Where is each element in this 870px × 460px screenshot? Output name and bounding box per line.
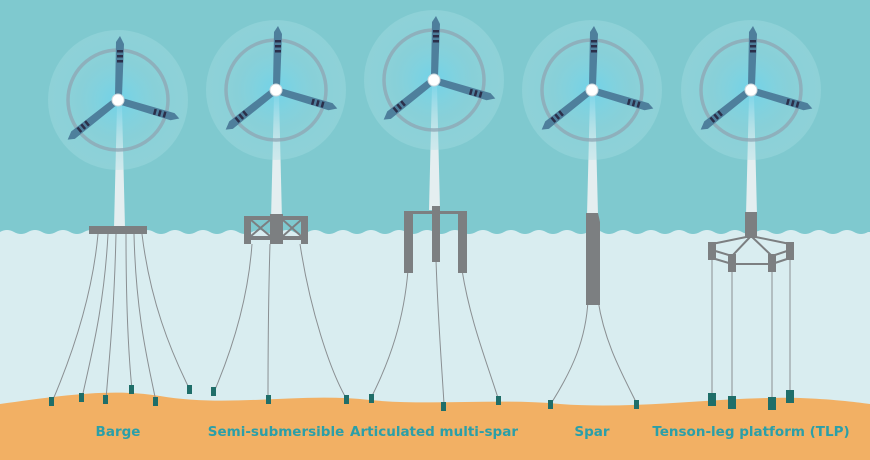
articulated-multi-spar-turbine xyxy=(362,8,506,411)
spar-platform xyxy=(586,213,600,305)
articulated-multi-spar-rotor xyxy=(362,8,506,152)
label-tension-leg-platform: Tenson-leg platform (TLP) xyxy=(652,424,850,440)
semi-submersible-mooring-lines xyxy=(213,243,347,399)
semi-submersible-turbine xyxy=(204,18,349,404)
tlp-rotor xyxy=(679,18,823,162)
semi-submersible-rotor xyxy=(204,18,348,162)
platform-labels: Barge Semi-submersible Articulated multi… xyxy=(0,424,870,452)
spar-mooring-lines xyxy=(551,299,637,403)
barge-platform xyxy=(89,226,147,234)
spar-anchors xyxy=(548,400,639,409)
barge-anchors xyxy=(49,385,192,406)
label-barge: Barge xyxy=(95,424,141,440)
label-spar: Spar xyxy=(574,424,610,440)
spar-rotor xyxy=(520,18,664,162)
articulated-multi-spar-platform xyxy=(404,206,467,273)
tlp-platform xyxy=(708,212,794,272)
tlp-turbine xyxy=(679,18,823,410)
seabed xyxy=(0,392,870,460)
label-semi-submersible: Semi-submersible xyxy=(207,424,345,440)
label-articulated-multi-spar: Articulated multi-spar xyxy=(350,424,518,440)
tlp-anchors xyxy=(708,390,794,410)
semi-submersible-platform xyxy=(244,214,308,244)
tlp-tendons xyxy=(711,252,791,400)
spar-turbine xyxy=(520,18,664,409)
barge-turbine xyxy=(46,28,192,406)
barge-rotor xyxy=(46,28,190,172)
articulated-multi-spar-anchors xyxy=(369,394,501,411)
articulated-multi-spar-mooring-lines xyxy=(371,259,499,405)
barge-mooring-lines xyxy=(51,233,191,403)
semi-submersible-anchors xyxy=(211,387,349,404)
